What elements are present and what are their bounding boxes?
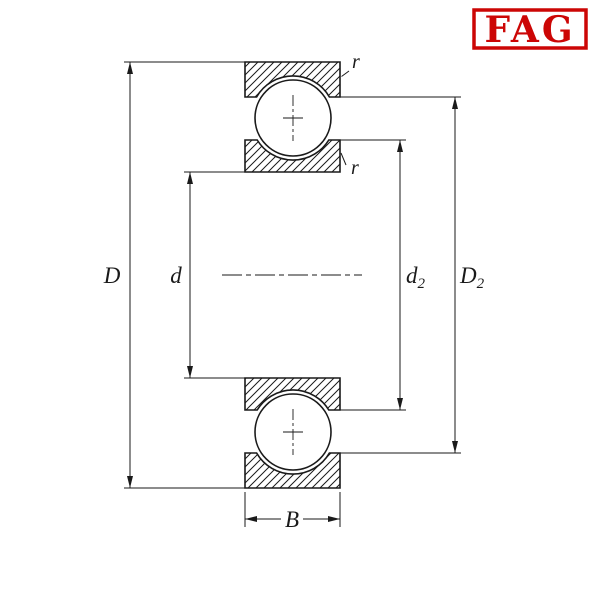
- dimension-labels: D d d2 D2 B r r: [103, 51, 485, 532]
- dimension-D2-label-sub: 2: [477, 276, 485, 292]
- dimension-d2-label: d2: [406, 263, 426, 292]
- ball-top-center-mark: [283, 95, 303, 141]
- inner-ring-top-section: [244, 139, 341, 173]
- dimension-d-label: d: [170, 263, 182, 288]
- fag-logo-text: FAG: [484, 9, 575, 51]
- fillet-radius-r-inner-label: r: [351, 157, 359, 179]
- leader-line-r-inner: [340, 152, 347, 166]
- fillet-radius-r-outer-label: r: [352, 51, 360, 73]
- ball-bottom-center-mark: [283, 409, 303, 455]
- dimension-d2-label-base: d: [406, 263, 418, 288]
- dimension-B-label-backing: [281, 506, 303, 530]
- outer-ring-bottom-section: [244, 452, 341, 489]
- dimension-d2-label-sub: 2: [418, 276, 426, 292]
- leader-line-r-outer: [341, 70, 350, 77]
- dimension-D2-label: D2: [459, 263, 485, 292]
- dimension-D2-label-base: D: [459, 263, 477, 288]
- dimension-B-label: B: [285, 507, 299, 532]
- outer-ring-top-section: [244, 61, 341, 98]
- fag-logo: FAG: [472, 8, 588, 51]
- bearing-cross-section: [222, 61, 362, 489]
- inner-ring-bottom-section: [244, 377, 341, 411]
- fag-logo-frame: [472, 8, 588, 50]
- dimension-D-label: D: [103, 263, 121, 288]
- dimension-lines: [124, 61, 461, 527]
